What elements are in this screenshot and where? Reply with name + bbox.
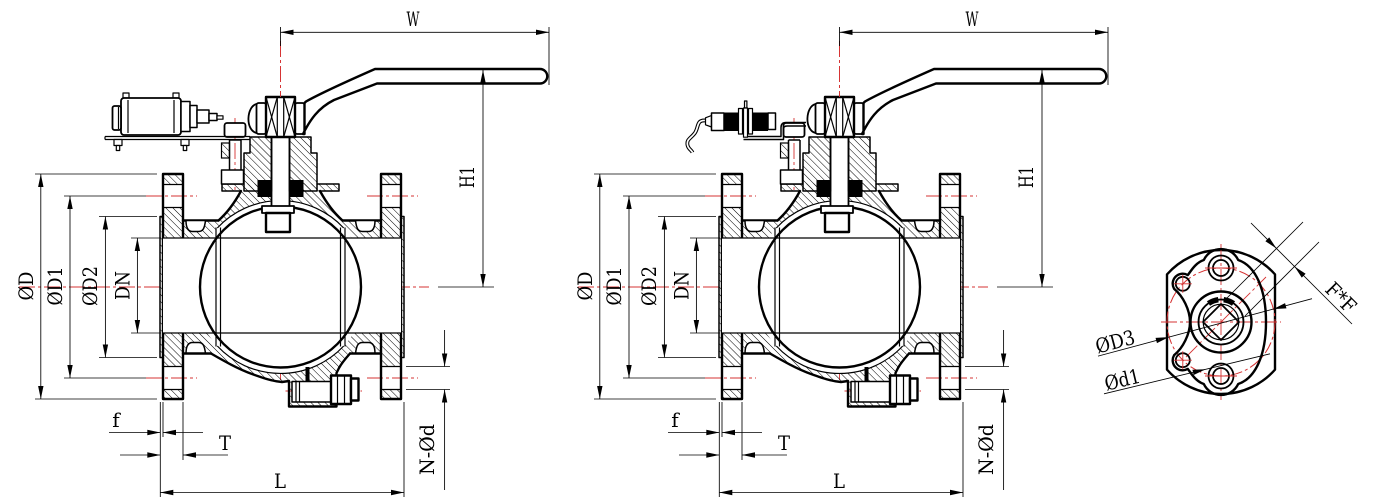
dim-label-dn: DN — [670, 271, 694, 300]
drawing-line — [1226, 221, 1304, 299]
drawing-line — [1244, 241, 1320, 317]
drawing-rect — [111, 105, 122, 131]
bracket-screw — [180, 138, 190, 152]
dim-label-dn: DN — [111, 271, 135, 300]
drawing-rect — [208, 112, 218, 122]
drawing-rect — [115, 144, 121, 152]
drawing-rect — [743, 100, 748, 109]
drawing-rect — [196, 109, 210, 124]
dim-label-t: T — [778, 431, 791, 455]
top-bolt-hole — [1205, 254, 1237, 282]
drawing-rect — [180, 138, 190, 147]
proximity-sensor — [685, 100, 806, 154]
dim-label-od2: ØD2 — [78, 266, 102, 306]
dim-label-f: f — [112, 408, 121, 432]
dim-label-od1: ØD1 — [602, 267, 626, 306]
drawing-rect — [113, 138, 123, 147]
drawing-path — [743, 125, 806, 141]
dim-label-h1: H1 — [1014, 166, 1038, 188]
drawing-rect — [747, 107, 754, 135]
drawing-rect — [724, 112, 739, 131]
dim-label-od: ØD — [573, 272, 597, 301]
drawing-rect — [737, 107, 744, 135]
drawing-rect — [189, 104, 198, 129]
valve-left-labels: W H1 ØD ØD1 ØD2 DN f T L N-Ød — [14, 7, 479, 493]
dim-label-h1: H1 — [455, 166, 479, 188]
drawing-rect — [742, 107, 749, 138]
dim-label-od: ØD — [14, 272, 38, 301]
dim-label-w: W — [407, 7, 420, 31]
valve-view-right: W H1 ØD ØD1 ØD2 DN f T L N-Ød — [573, 7, 1108, 497]
small-hole-upper — [1173, 274, 1192, 293]
dim-label-od2: ØD2 — [637, 266, 661, 306]
bracket-screw — [113, 138, 123, 152]
drawing-path — [747, 121, 806, 138]
drawing-rect — [752, 112, 768, 131]
dim-label-l: L — [833, 469, 845, 493]
pad-plate-outline — [1171, 247, 1268, 397]
dim-label-l: L — [274, 469, 286, 493]
flange-end-view: ØD3 Ød1 F*F — [1093, 221, 1362, 400]
drawing-rect — [120, 97, 182, 136]
drawing-path — [1206, 296, 1219, 306]
drawing-rect — [710, 112, 725, 132]
valve-view-left: W H1 ØD ØD1 ØD2 DN f T L N-Ød — [14, 7, 549, 497]
connector — [180, 100, 224, 133]
drawing-rect — [216, 115, 224, 120]
dim-label-n-od: N-Ød — [974, 424, 998, 475]
dim-label-w: W — [966, 7, 979, 31]
drawing-path — [686, 119, 706, 153]
dim-label-od1: ØD1 — [43, 267, 67, 306]
flange-dimensions — [1097, 221, 1353, 395]
drawing-rect — [182, 144, 188, 152]
drawing-path — [1223, 296, 1236, 306]
bottom-bolt-hole — [1205, 362, 1237, 390]
drawing-rect — [180, 100, 191, 133]
valve-right-labels: W H1 ØD ØD1 ØD2 DN f T L N-Ød — [573, 7, 1038, 493]
drawing-rect — [767, 112, 777, 131]
small-hole-lower — [1173, 351, 1192, 370]
drawing-path — [1202, 303, 1240, 341]
drawing-line — [1103, 353, 1271, 395]
dim-label-n-od: N-Ød — [415, 424, 439, 475]
drawing-circle — [1197, 298, 1245, 346]
dim-label-f: f — [671, 408, 680, 432]
drawing-line — [1185, 276, 1267, 358]
limit-switch-box — [104, 92, 250, 152]
stem-drive — [1189, 290, 1253, 354]
drawing-circle — [1189, 290, 1253, 354]
dim-label-t: T — [219, 431, 232, 455]
drawing-path — [704, 114, 713, 128]
